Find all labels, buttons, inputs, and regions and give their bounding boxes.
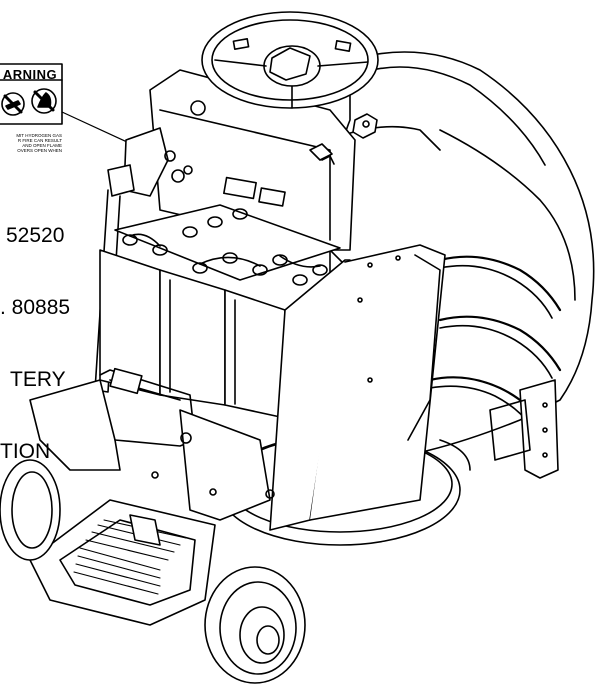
fine-print-line: MIT HYDROGEN GAS: [16, 133, 62, 138]
callout-description-2: TION: [0, 440, 51, 463]
body-shell: [329, 51, 595, 471]
part-callout-label: 52520 . 80885 TERY TION: [0, 176, 70, 488]
callout-ref-number: . 80885: [0, 296, 71, 319]
warning-decal-fine-print: MIT HYDROGEN GAS R FIRE CAN RESULT AND O…: [0, 133, 62, 153]
rear-bracket: [489, 379, 559, 479]
bumper-wheel: [0, 459, 61, 561]
footrest-frame: [29, 367, 275, 521]
callout-description-1: TERY: [10, 368, 66, 391]
front-wheel: [204, 566, 306, 684]
callout-part-number: 52520: [6, 224, 65, 247]
steering-wheel: [190, 11, 379, 116]
no-flame-icon: [31, 88, 57, 114]
warning-decal-title: ARNING: [2, 67, 58, 82]
batteries: [99, 204, 341, 419]
seat-knob: [352, 113, 378, 139]
side-panel: [269, 244, 446, 531]
warning-decal: [0, 63, 63, 125]
no-smoking-icon: [1, 92, 25, 116]
fine-print-line: R FIRE CAN RESULT: [17, 138, 62, 143]
fine-print-line: AND OPEN FLAME: [22, 143, 62, 148]
foot-pedal: [29, 499, 216, 626]
fine-print-line: OVERS OPEN WHEN: [17, 148, 62, 153]
control-mount: [107, 127, 193, 197]
